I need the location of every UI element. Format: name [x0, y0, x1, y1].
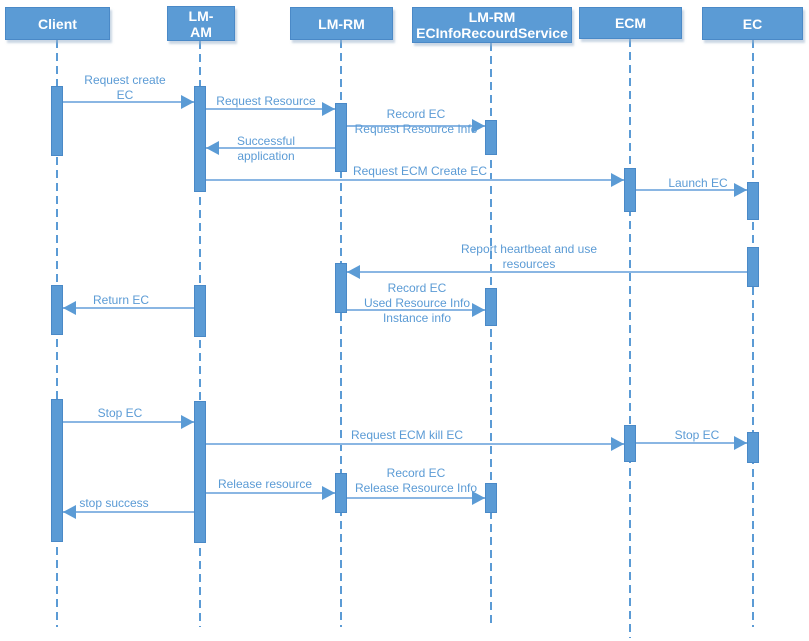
activation-client	[51, 86, 63, 156]
message-line-request-resource	[206, 108, 335, 110]
activation-ecm	[624, 425, 636, 462]
message-line-stop-success	[63, 511, 194, 513]
message-arrowhead-stop-ec	[181, 415, 194, 429]
participant-box-ec: EC	[702, 7, 803, 40]
message-line-request-ecm-create-ec	[206, 179, 624, 181]
message-arrowhead-stop-success	[63, 505, 76, 519]
activation-ecm	[624, 168, 636, 212]
participant-box-client: Client	[5, 7, 110, 40]
activation-lm-am	[194, 86, 206, 192]
message-arrowhead-request-resource	[322, 102, 335, 116]
message-line-record-ec-request-resource-info	[347, 125, 485, 127]
message-label-line: Record EC	[386, 466, 446, 480]
message-arrowhead-launch-ec	[734, 183, 747, 197]
lifeline-ecinforecourdservice	[490, 43, 492, 627]
message-arrowhead-record-ec-request-resource-info	[472, 119, 485, 133]
lifeline-ec	[752, 40, 754, 627]
message-line-stop-ec	[63, 421, 194, 423]
activation-ec	[747, 182, 759, 220]
message-arrowhead-report-heartbeat	[347, 265, 360, 279]
participant-box-lm-am: LM-AM	[167, 6, 235, 41]
participant-label: ECInfoRecourdService	[416, 25, 568, 41]
message-line-record-ec-used-resource-info	[347, 309, 485, 311]
lifeline-lm-rm	[340, 40, 342, 627]
message-arrowhead-stop-ec-to-ec	[734, 436, 747, 450]
message-label-line: Report heartbeat and use	[460, 242, 598, 256]
activation-lm-rm	[335, 103, 347, 172]
participant-label: LM-RM	[468, 9, 516, 25]
message-line-request-ecm-kill-ec	[206, 443, 624, 445]
message-label-release-resource: Release resource	[145, 477, 385, 492]
participant-box-lm-rm: LM-RM	[290, 7, 393, 40]
message-arrowhead-return-ec	[63, 301, 76, 315]
message-label-line: Request create	[84, 73, 166, 87]
message-label-line: resources	[502, 257, 556, 271]
message-line-record-ec-release-resource-info	[347, 497, 485, 499]
activation-lm-rm	[335, 263, 347, 313]
activation-ecinforecourdservice	[485, 483, 497, 513]
message-line-release-resource	[206, 492, 335, 494]
activation-lm-rm	[335, 473, 347, 513]
message-arrowhead-request-ecm-create-ec	[611, 173, 624, 187]
participant-box-ecm: ECM	[579, 7, 682, 39]
activation-lm-am	[194, 401, 206, 543]
message-label-line: Release resource	[217, 477, 313, 491]
message-line-request-create-ec	[63, 101, 194, 103]
activation-ec	[747, 432, 759, 463]
message-arrowhead-request-ecm-kill-ec	[611, 437, 624, 451]
participant-label: LM-RM	[318, 15, 365, 32]
message-arrowhead-request-create-ec	[181, 95, 194, 109]
participant-label: EC	[742, 15, 763, 32]
activation-ecinforecourdservice	[485, 120, 497, 155]
activation-ec	[747, 247, 759, 287]
message-arrowhead-release-resource	[322, 486, 335, 500]
activation-client	[51, 285, 63, 335]
participant-label: LM-	[188, 7, 214, 24]
message-label-line: application	[237, 149, 295, 163]
lifeline-ecm	[629, 39, 631, 638]
message-arrowhead-record-ec-release-resource-info	[472, 491, 485, 505]
message-line-return-ec	[63, 307, 194, 309]
message-label-line: Record EC	[387, 281, 447, 295]
activation-client	[51, 399, 63, 542]
message-arrowhead-record-ec-used-resource-info	[472, 303, 485, 317]
message-line-stop-ec-to-ec	[636, 442, 747, 444]
participant-label: ECM	[614, 15, 647, 31]
activation-lm-am	[194, 285, 206, 337]
message-line-launch-ec	[636, 189, 747, 191]
activation-ecinforecourdservice	[485, 288, 497, 326]
participant-label: AM	[190, 23, 212, 40]
participant-label: Client	[38, 15, 77, 32]
message-arrowhead-successful-application	[206, 141, 219, 155]
message-line-successful-application	[206, 147, 335, 149]
message-line-report-heartbeat	[347, 271, 747, 273]
message-label-line: Instance info	[382, 311, 452, 325]
